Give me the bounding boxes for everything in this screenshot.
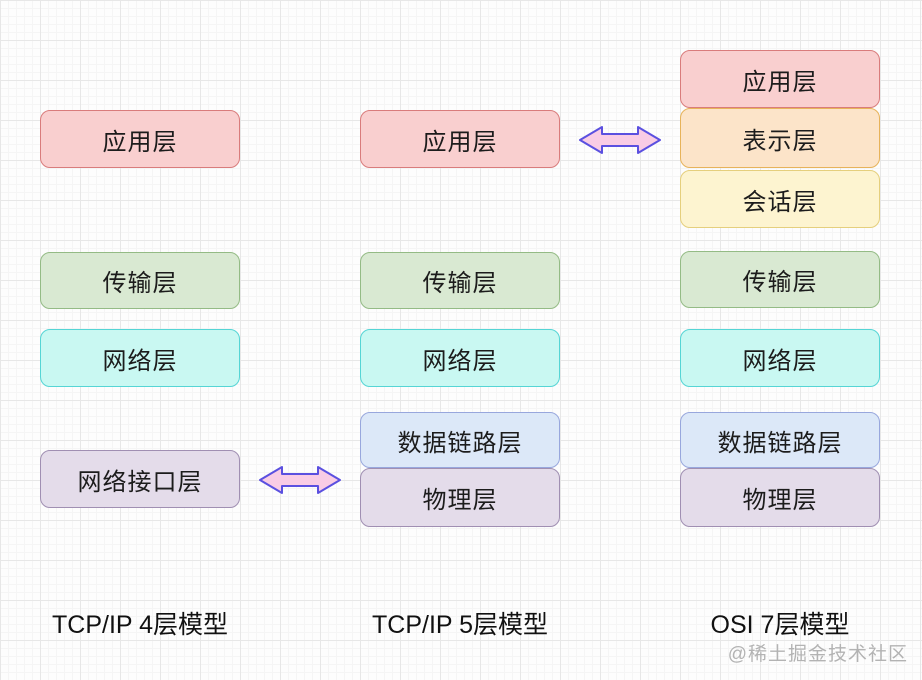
tcp5-physical-layer-box: 物理层 xyxy=(360,468,560,527)
tcp4-model-label: TCP/IP 4层模型 xyxy=(52,611,228,639)
tcp5-application-layer-box: 应用层 xyxy=(360,110,560,168)
osi-model-label: OSI 7层模型 xyxy=(710,611,850,639)
osi-presentation-layer-box: 表示层 xyxy=(680,108,880,168)
osi-network-layer-box: 网络层 xyxy=(680,329,880,387)
osi-physical-layer-box: 物理层 xyxy=(680,468,880,527)
tcp4-network-interface-layer-box: 网络接口层 xyxy=(40,450,240,508)
tcp5-model-label: TCP/IP 5层模型 xyxy=(372,611,548,639)
tcp5-transport-layer-box: 传输层 xyxy=(360,252,560,309)
double-arrow-icon xyxy=(259,466,341,494)
tcp4-application-layer-box: 应用层 xyxy=(40,110,240,168)
osi-application-layer-box: 应用层 xyxy=(680,50,880,108)
osi-datalink-layer-box: 数据链路层 xyxy=(680,412,880,468)
double-arrow-icon xyxy=(579,126,661,154)
tcp5-network-layer-box: 网络层 xyxy=(360,329,560,387)
tcp4-transport-layer-box: 传输层 xyxy=(40,252,240,309)
osi-session-layer-box: 会话层 xyxy=(680,170,880,228)
watermark: @稀土掘金技术社区 xyxy=(727,644,908,665)
osi-transport-layer-box: 传输层 xyxy=(680,251,880,308)
tcp5-datalink-layer-box: 数据链路层 xyxy=(360,412,560,468)
tcp4-network-layer-box: 网络层 xyxy=(40,329,240,387)
